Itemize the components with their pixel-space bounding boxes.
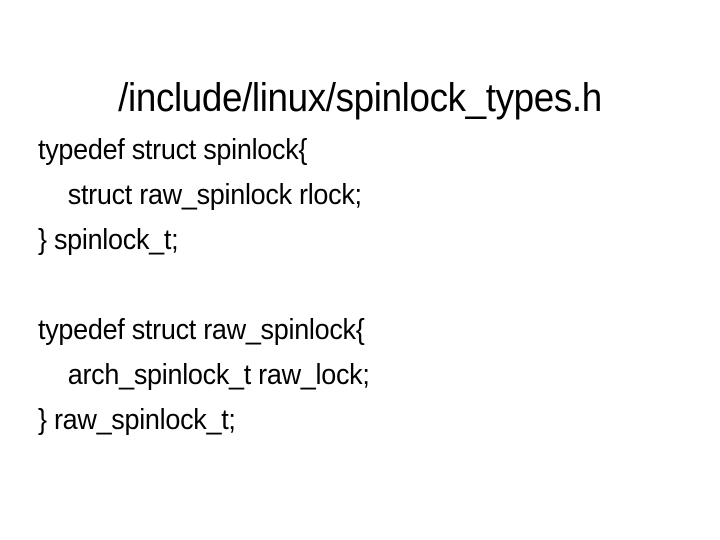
code-line: typedef struct spinlock{ — [38, 134, 308, 166]
code-line: } spinlock_t; — [38, 224, 179, 256]
slide-body: typedef struct spinlock{ struct raw_spin… — [38, 128, 688, 443]
code-line: } raw_spinlock_t; — [38, 404, 236, 436]
code-line: arch_spinlock_t raw_lock; — [67, 359, 370, 391]
code-line: struct raw_spinlock rlock; — [67, 179, 362, 211]
code-block-spinlock-struct: typedef struct spinlock{ struct raw_spin… — [38, 128, 688, 263]
page-title: /include/linux/spinlock_types.h — [118, 75, 602, 120]
code-line: typedef struct raw_spinlock{ — [38, 314, 365, 346]
code-block-raw-spinlock-struct: typedef struct raw_spinlock{ arch_spinlo… — [38, 308, 688, 443]
block-spacer — [38, 263, 688, 308]
